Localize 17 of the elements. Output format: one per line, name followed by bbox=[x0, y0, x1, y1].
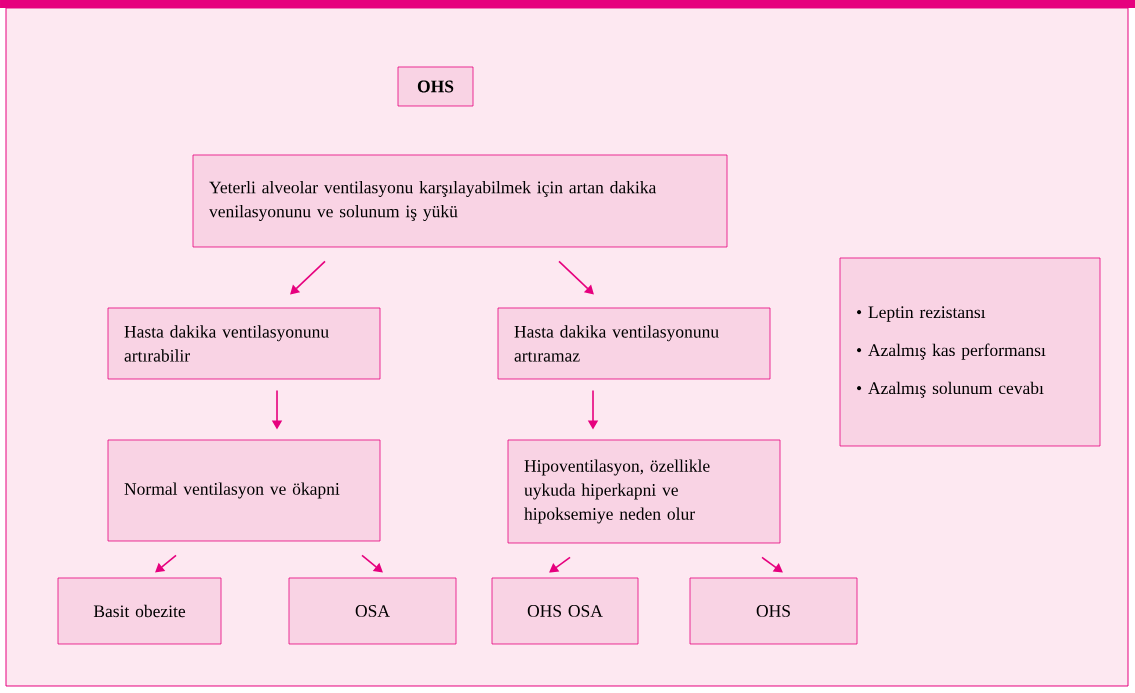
process-box: Yeterli alveolar ventilasyonu karşılayabilmek için artan dakika venilasyonunu ve solunum iş yükü bbox=[192, 154, 728, 248]
process-box: Hasta dakika ventilasyonunu artırabilir bbox=[107, 307, 381, 380]
arrow bbox=[290, 260, 326, 295]
process-box: Basit obezite bbox=[57, 577, 222, 645]
arrow bbox=[761, 556, 783, 573]
process-box: OHS bbox=[689, 577, 858, 645]
process-box: Hipoventilasyon, özellikle uykuda hiperkapni ve hipoksemiye neden olur bbox=[507, 439, 781, 544]
factor-list-box: • Leptin rezistansı • Azalmış kas performansı • Azalmış solunum cevabı bbox=[839, 257, 1101, 447]
arrow bbox=[558, 260, 594, 295]
arrow bbox=[361, 554, 383, 573]
process-box: OHS OSA bbox=[491, 577, 639, 645]
process-box: Hasta dakika ventilasyonunu artıramaz bbox=[497, 307, 771, 380]
process-box: OSA bbox=[288, 577, 457, 645]
process-box: Normal ventilasyon ve ökapni bbox=[107, 439, 381, 542]
arrow bbox=[155, 554, 177, 573]
arrow bbox=[549, 556, 571, 573]
title-box: OHS bbox=[397, 66, 474, 107]
